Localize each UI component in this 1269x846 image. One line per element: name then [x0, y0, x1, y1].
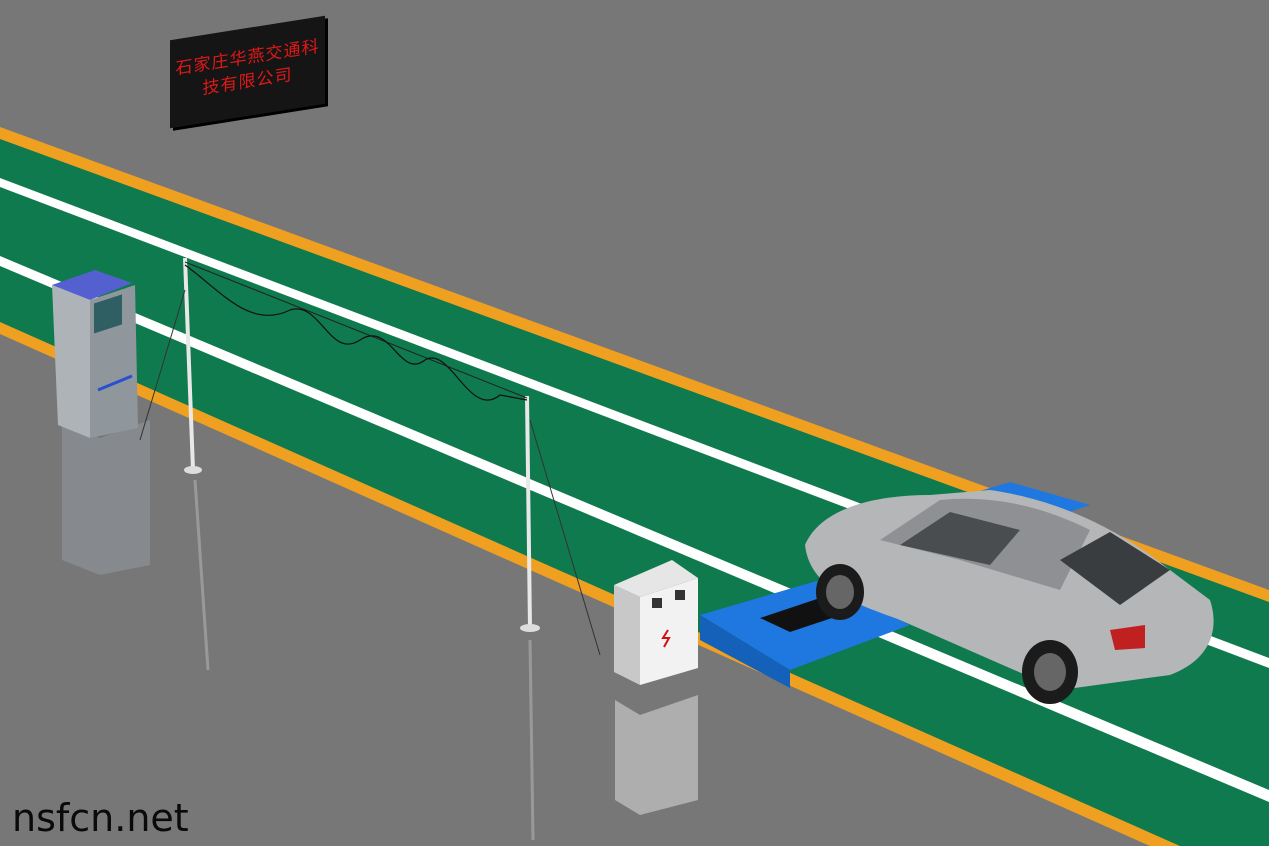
car [805, 490, 1214, 704]
kiosk-terminal [52, 270, 150, 575]
watermark: nsfcn.net [12, 796, 189, 840]
light-curtain-poles [139, 257, 601, 841]
bottom-edge-line [0, 322, 1180, 846]
top-edge-line [0, 127, 1269, 602]
control-cabinet [614, 560, 698, 815]
lane-line-lower [0, 256, 1269, 802]
